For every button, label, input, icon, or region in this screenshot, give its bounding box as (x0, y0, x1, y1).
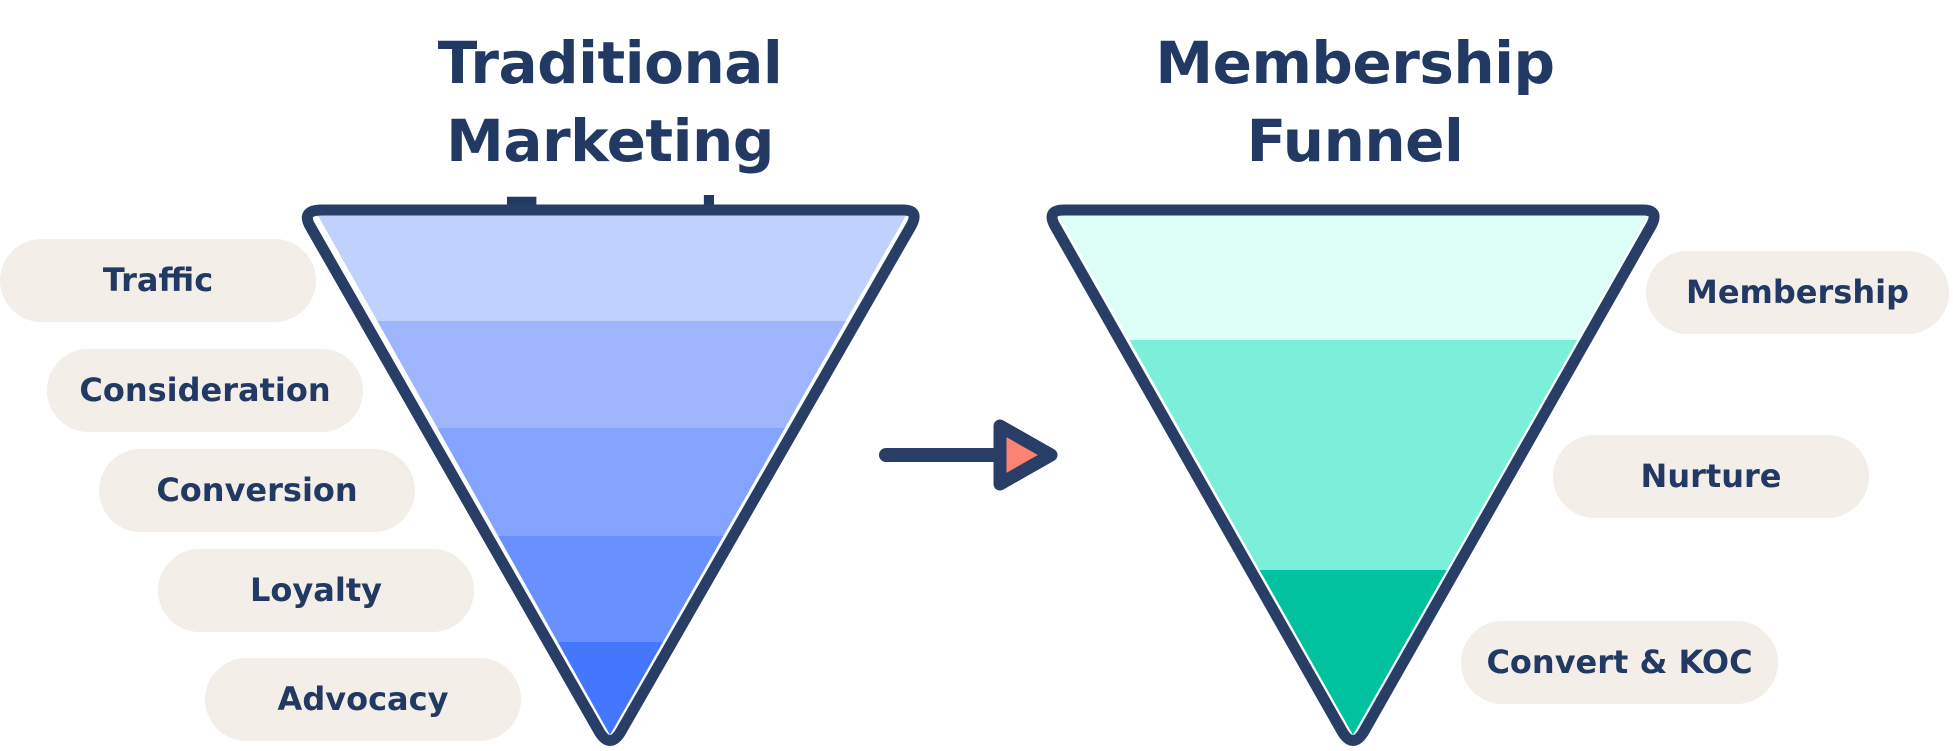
stage-loyalty-label: Loyalty (158, 549, 474, 632)
membership-title-line1: Membership (1155, 29, 1555, 97)
stage-convert-koc-label: Convert & KOC (1461, 621, 1778, 704)
stage-traffic-label: Traffic (0, 239, 316, 322)
traditional-funnel-outline (301, 204, 920, 746)
traditional-band-traffic (316, 212, 908, 323)
stage-conversion-label: Conversion (99, 449, 415, 532)
traditional-title-line1: Traditional Marketing (437, 29, 783, 175)
arrow-head-icon (993, 419, 1058, 491)
membership-funnel-outline (1046, 204, 1660, 746)
stage-advocacy-label: Advocacy (205, 658, 521, 741)
transition-arrow (879, 419, 1058, 491)
stage-nurture-label: Nurture (1553, 435, 1869, 518)
membership-band-membership (1057, 212, 1650, 342)
stage-consideration-label: Consideration (47, 349, 363, 432)
stage-membership-label: Membership (1646, 251, 1949, 334)
membership-funnel-title: Membership Funnel (1120, 24, 1590, 175)
membership-title-line2: Funnel (1246, 107, 1464, 175)
